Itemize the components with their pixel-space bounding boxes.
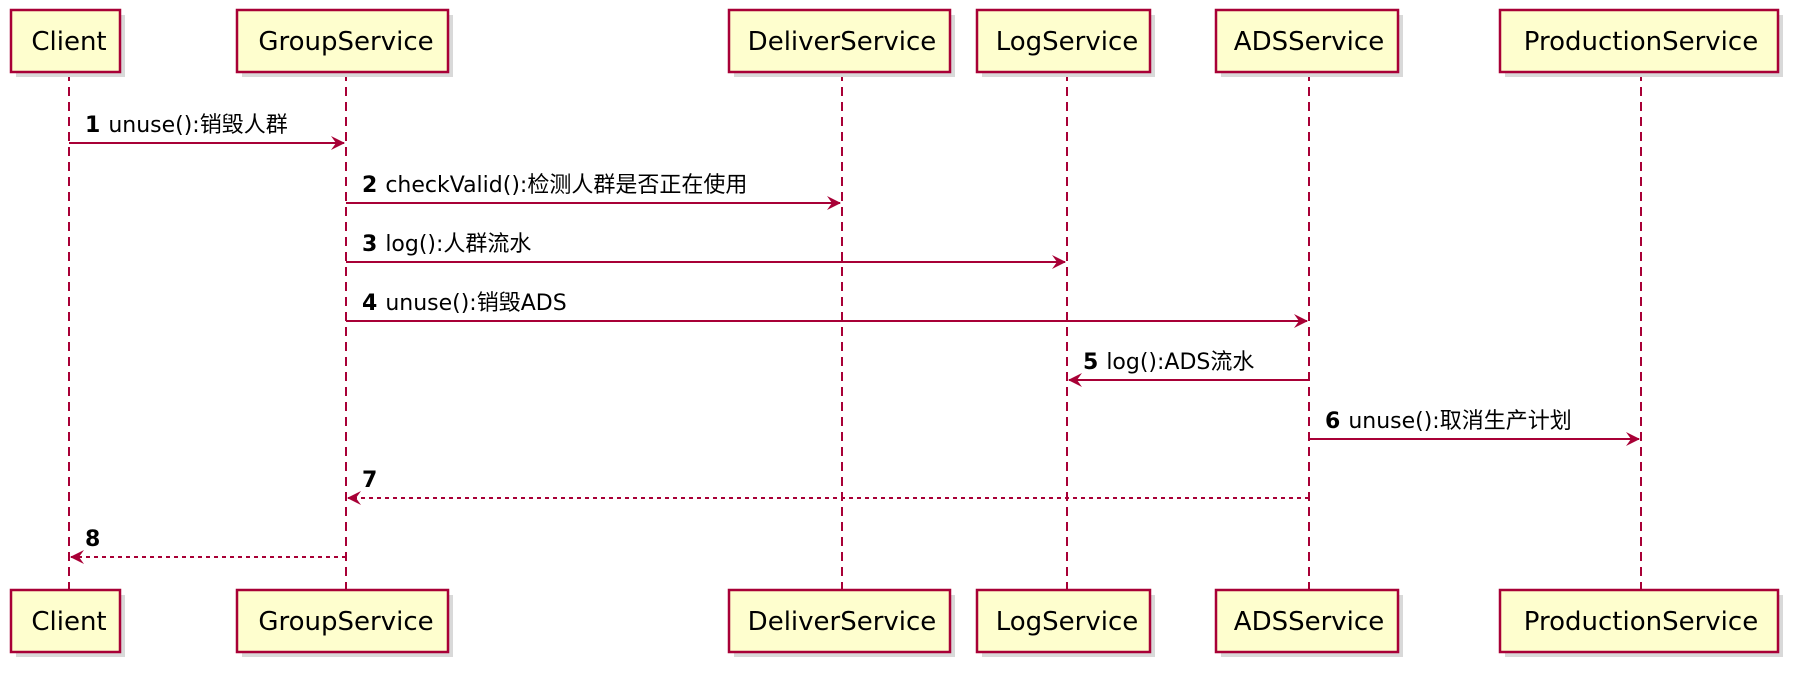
message-1: 1 unuse():销毁人群 bbox=[69, 113, 345, 150]
message-number: 6 bbox=[1325, 409, 1340, 434]
message-4: 4 unuse():销毁ADS bbox=[346, 291, 1308, 328]
message-label: 4 unuse():销毁ADS bbox=[362, 291, 567, 316]
messages: 1 unuse():销毁人群 2 checkValid():检测人群是否正在使用 3 lo… bbox=[69, 113, 1640, 564]
message-text: unuse():取消生产计划 bbox=[1348, 409, 1571, 434]
message-2: 2 checkValid():检测人群是否正在使用 bbox=[346, 173, 841, 210]
participant-box bbox=[1498, 588, 1780, 654]
message-number: 3 bbox=[362, 232, 377, 257]
participant-label: ADSService bbox=[1234, 607, 1384, 637]
participant-box bbox=[727, 588, 952, 654]
message-text: checkValid():检测人群是否正在使用 bbox=[385, 173, 747, 198]
participant-log-bottom: LogService bbox=[975, 588, 1155, 657]
participant-ads-top: ADSService bbox=[1214, 8, 1403, 77]
message-number: 7 bbox=[362, 468, 377, 493]
message-label: 8 bbox=[85, 527, 100, 552]
message-3: 3 log():人群流水 bbox=[346, 232, 1066, 269]
participant-group-top: GroupService bbox=[235, 8, 453, 77]
message-label: 1 unuse():销毁人群 bbox=[85, 113, 288, 138]
participant-label: ADSService bbox=[1234, 27, 1384, 57]
message-number: 5 bbox=[1083, 350, 1098, 375]
message-label: 5 log():ADS流水 bbox=[1083, 350, 1254, 375]
participant-label: DeliverService bbox=[748, 607, 937, 637]
participant-box bbox=[727, 8, 952, 74]
participant-label: GroupService bbox=[258, 607, 433, 637]
participant-box bbox=[1214, 588, 1400, 654]
message-label: 3 log():人群流水 bbox=[362, 232, 531, 257]
participants-bottom: Client GroupService DeliverService LogServi… bbox=[9, 588, 1783, 657]
participant-box bbox=[9, 588, 122, 654]
participant-box bbox=[1498, 8, 1780, 74]
message-number: 2 bbox=[362, 173, 377, 198]
participant-box bbox=[975, 588, 1152, 654]
participant-box bbox=[1214, 8, 1400, 74]
participant-label: ProductionService bbox=[1524, 607, 1758, 637]
message-text: log():人群流水 bbox=[385, 232, 531, 257]
participant-box bbox=[235, 588, 450, 654]
participant-label: Client bbox=[31, 27, 106, 57]
participant-group-bottom: GroupService bbox=[235, 588, 453, 657]
message-text: log():ADS流水 bbox=[1106, 350, 1254, 375]
message-label: 7 bbox=[362, 468, 377, 493]
participant-label: GroupService bbox=[258, 27, 433, 57]
participant-box bbox=[9, 8, 122, 74]
participant-production-top: ProductionService bbox=[1498, 8, 1783, 77]
message-number: 1 bbox=[85, 113, 100, 138]
participant-label: ProductionService bbox=[1524, 27, 1758, 57]
participant-label: LogService bbox=[996, 27, 1139, 57]
participant-label: LogService bbox=[996, 607, 1139, 637]
participant-log-top: LogService bbox=[975, 8, 1155, 77]
participant-label: DeliverService bbox=[748, 27, 937, 57]
participant-client-bottom: Client bbox=[9, 588, 125, 657]
message-number: 8 bbox=[85, 527, 100, 552]
message-6: 6 unuse():取消生产计划 bbox=[1309, 409, 1640, 446]
participants-top: Client GroupService DeliverService LogServi… bbox=[9, 8, 1783, 77]
participant-label: Client bbox=[31, 607, 106, 637]
message-text: unuse():销毁人群 bbox=[108, 113, 287, 138]
participant-production-bottom: ProductionService bbox=[1498, 588, 1783, 657]
participant-ads-bottom: ADSService bbox=[1214, 588, 1403, 657]
message-number: 4 bbox=[362, 291, 377, 316]
lifelines bbox=[68, 72, 1642, 590]
participant-client-top: Client bbox=[9, 8, 125, 77]
message-5: 5 log():ADS流水 bbox=[1068, 350, 1309, 387]
participant-box bbox=[975, 8, 1152, 74]
message-text: unuse():销毁ADS bbox=[385, 291, 566, 316]
message-label: 2 checkValid():检测人群是否正在使用 bbox=[362, 173, 747, 198]
participant-box bbox=[235, 8, 450, 74]
message-7: 7 bbox=[347, 468, 1309, 505]
participant-deliver-top: DeliverService bbox=[727, 8, 955, 77]
participant-deliver-bottom: DeliverService bbox=[727, 588, 955, 657]
message-8: 8 bbox=[70, 527, 346, 564]
message-label: 6 unuse():取消生产计划 bbox=[1325, 409, 1572, 434]
